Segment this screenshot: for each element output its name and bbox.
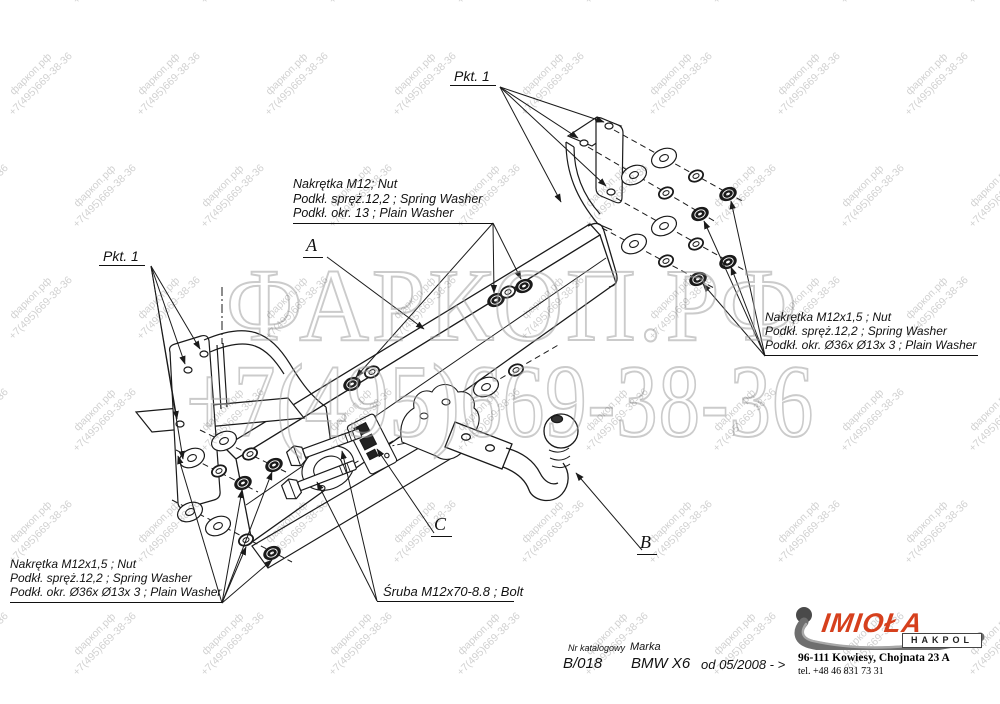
manufacturer-address: 96-111 Kowiesy, Chojnata 23 A (798, 652, 950, 664)
callout-pkt1-left: Pkt. 1 (99, 248, 145, 266)
manufacturer-phone: tel. +48 46 831 73 31 (798, 666, 884, 677)
part-letter-c: C (431, 514, 453, 537)
right-fasteners (587, 129, 745, 289)
brand-label: Marka (630, 641, 661, 653)
callout-line: Podkł. okr. 13 ; Plain Washer (293, 206, 454, 220)
catalog-number-label: Nr katalogowy (568, 643, 626, 653)
callout-line: Podkł. spręż.12,2 ; Spring Washer (10, 570, 192, 585)
callout-line: Podkł. spręż.12,2 ; Spring Washer (293, 191, 483, 206)
callout-line: Podkł. okr. Ø36x Ø13x 3 ; Plain Washer (765, 337, 977, 352)
callout-nut-m12: Nakrętka M12; Nut Podkł. spręż.12,2 ; Sp… (293, 177, 493, 224)
callout-pkt1-top: Pkt. 1 (450, 68, 496, 86)
towball-assembly (444, 413, 579, 502)
left-fasteners (171, 426, 293, 563)
catalog-number-value: B/018 (563, 655, 603, 672)
sub-brand-name: HAKPOL (902, 633, 982, 648)
callout-nut-right: Nakrętka M12x1,5 ; Nut Podkł. spręż.12,2… (765, 310, 978, 356)
manufacturer-logo: IMIOŁA HAKPOL 96-111 Kowiesy, Chojnata 2… (790, 604, 995, 696)
callout-line: Podkł. okr. Ø36x Ø13x 3 ; Plain Washer (10, 584, 222, 599)
vehicle-model: BMW X6 (631, 655, 691, 672)
callout-line: Podkł. spręż.12,2 ; Spring Washer (765, 323, 947, 338)
callout-line: Nakrętka M12x1,5 ; Nut (765, 310, 892, 324)
part-letter-a: A (303, 235, 323, 258)
right-bracket (565, 116, 624, 231)
callout-bolt: Śruba M12x70-8.8 ; Bolt (377, 584, 524, 603)
crossbar-beam (222, 222, 618, 544)
callout-line: Śruba M12x70-8.8 ; Bolt (383, 584, 524, 599)
callout-line: Nakrętka M12; Nut (293, 177, 398, 191)
callout-line: Nakrętka M12x1,5 ; Nut (10, 557, 137, 571)
leader-lines (150, 86, 766, 604)
production-date-range: od 05/2008 - > (701, 657, 786, 672)
callout-nut-left: Nakrętka M12x1,5 ; Nut Podkł. spręż.12,2… (10, 557, 222, 603)
part-letter-b: B (637, 532, 657, 555)
